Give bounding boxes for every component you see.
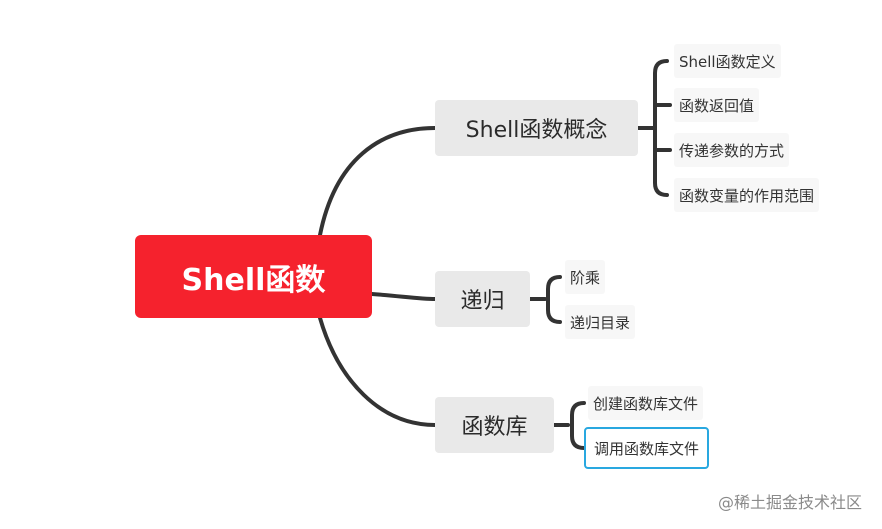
- root-topic[interactable]: Shell函数: [135, 235, 372, 318]
- topic-function-library[interactable]: 函数库: [435, 397, 554, 453]
- connector-root-to-recursion: [370, 292, 437, 301]
- subtopic-recursive-directory[interactable]: 递归目录: [565, 305, 636, 339]
- connector-recursion-bracket: [546, 275, 562, 324]
- topic-shell-function-concept[interactable]: Shell函数概念: [435, 100, 638, 156]
- subtopic-function-return-value[interactable]: 函数返回值: [674, 88, 760, 122]
- subtopic-factorial[interactable]: 阶乘: [565, 260, 606, 294]
- watermark: @稀土掘金技术社区: [717, 493, 862, 512]
- subtopic-parameter-passing[interactable]: 传递参数的方式: [674, 133, 790, 167]
- subtopic-shell-function-definition[interactable]: Shell函数定义: [674, 44, 781, 78]
- topic-recursion[interactable]: 递归: [435, 271, 530, 327]
- subtopic-create-library-file[interactable]: 创建函数库文件: [588, 386, 704, 420]
- connector-library-bracket: [570, 401, 586, 450]
- subtopic-variable-scope[interactable]: 函数变量的作用范围: [674, 178, 820, 212]
- connector-root-to-library: [318, 316, 437, 427]
- connector-root-to-concept: [318, 126, 437, 237]
- subtopic-call-library-file[interactable]: 调用函数库文件: [584, 427, 710, 469]
